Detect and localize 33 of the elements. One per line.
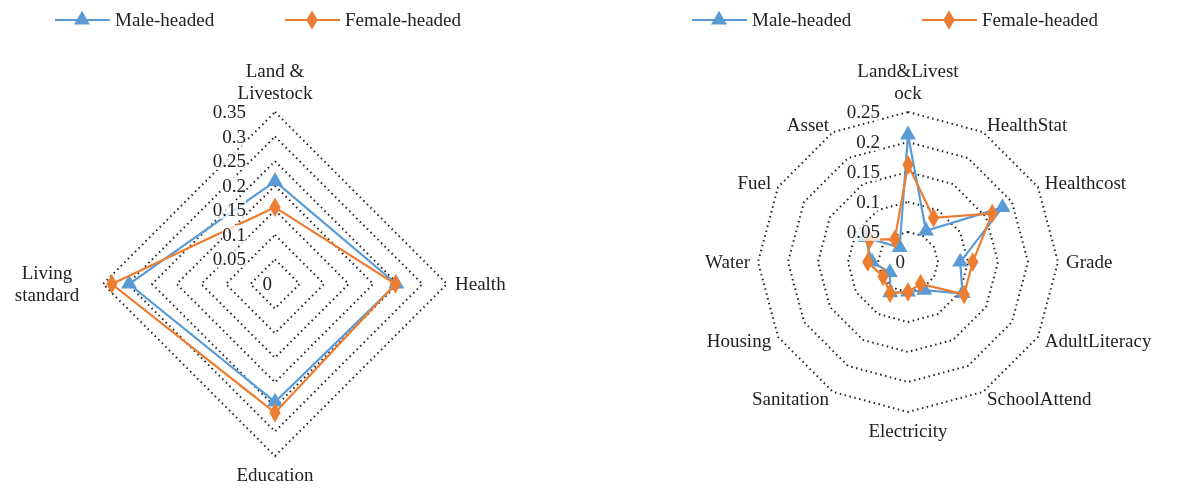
axis-label: Asset (786, 114, 829, 137)
tick-label: 0.35 (212, 102, 246, 121)
tick-label: 0.2 (856, 132, 880, 151)
axis-label: Sanitation (751, 387, 829, 410)
axis-label: HealthStat (987, 114, 1068, 137)
tick-label: 0 (895, 252, 905, 271)
axis-label: Living standard (13, 262, 81, 306)
axis-label: AdultLiteracy (1044, 330, 1152, 352)
axis-label: Health (455, 273, 506, 295)
axis-label: Education (236, 464, 314, 486)
legend-label: Male-headed (115, 9, 215, 31)
axis-label: SchoolAttend (987, 387, 1092, 410)
axis-label: Fuel (737, 172, 772, 194)
tick-label: 0.05 (212, 249, 246, 269)
tick-label: 0.1 (856, 192, 880, 211)
tick-label: 0.2 (222, 175, 246, 195)
legend-label: Female-headed (982, 9, 1099, 31)
axis-label: Electricity (868, 420, 948, 442)
tick-label: 0.1 (222, 224, 246, 244)
tick-label: 0.05 (846, 222, 880, 241)
axis-label: Water (705, 251, 750, 273)
axis-label: Housing (706, 330, 772, 352)
legend-label: Female-headed (345, 9, 462, 31)
tick-label: 0.25 (846, 102, 880, 121)
axis-label: Land & Livestock (236, 60, 314, 104)
tick-label: 0 (262, 274, 272, 293)
axis-label: Land&Livestock (856, 60, 960, 104)
axis-label: Grade (1066, 251, 1113, 273)
tick-label: 0.25 (212, 151, 246, 171)
legend-label: Male-headed (752, 9, 852, 31)
tick-label: 0.15 (846, 162, 880, 181)
tick-label: 0.15 (212, 200, 246, 220)
axis-label: Healthcost (1044, 172, 1127, 194)
